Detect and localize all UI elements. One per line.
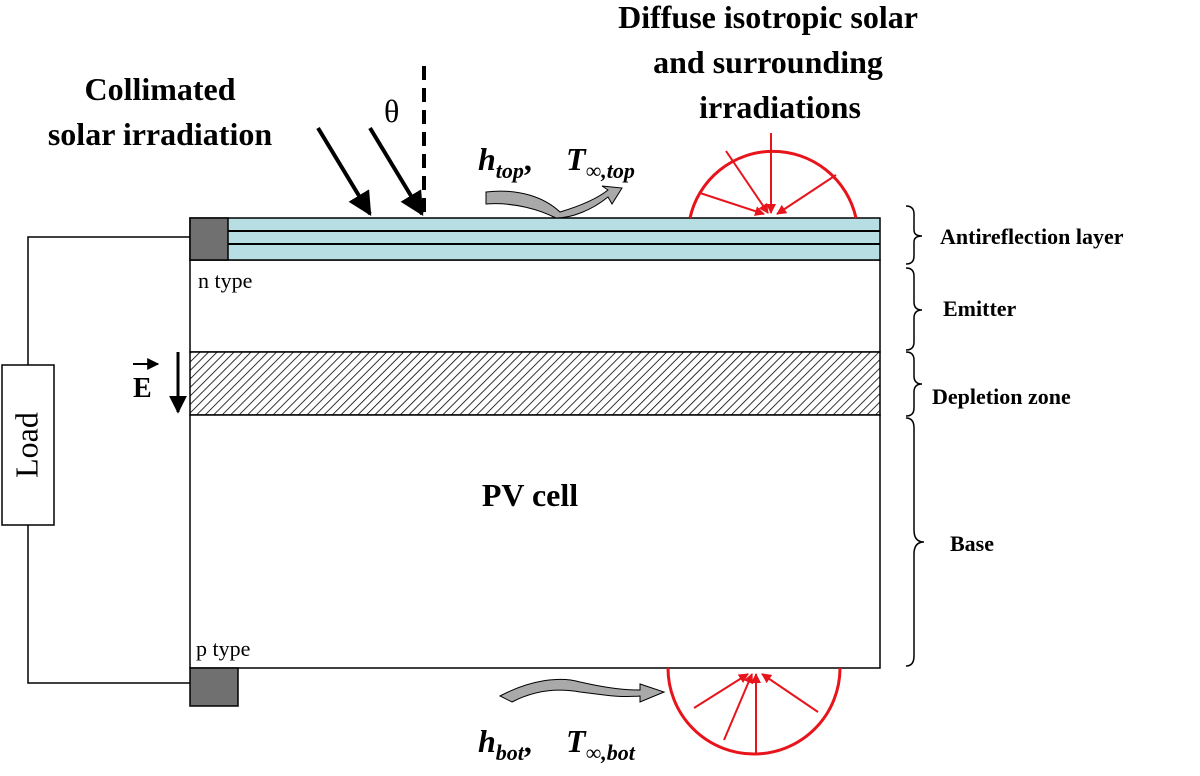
load-box bbox=[1, 364, 55, 526]
theta-label: θ bbox=[384, 93, 399, 129]
depletion-brace bbox=[905, 351, 923, 417]
circuit-wire-top bbox=[27, 236, 190, 365]
top-radiation-dome bbox=[688, 149, 858, 219]
depletion-zone-region bbox=[189, 351, 881, 416]
t-inf-top-label: T∞,top bbox=[566, 141, 635, 183]
load-label: Load bbox=[8, 412, 44, 478]
top-convection-arrow bbox=[485, 185, 623, 219]
bottom-radiation-dome bbox=[666, 667, 842, 756]
top-radiation-ray bbox=[699, 192, 765, 216]
collimated-ray-arrow bbox=[368, 126, 424, 217]
n-type-label: n type bbox=[198, 268, 252, 293]
h-bot-label: hbot, bbox=[478, 723, 532, 765]
bottom-radiation-ray bbox=[723, 673, 754, 741]
depletion-zone-label: Depletion zone bbox=[932, 384, 1071, 409]
antireflection-layer-label: Antireflection layer bbox=[940, 224, 1124, 249]
diffuse-label-line1: Diffuse isotropic solar bbox=[618, 0, 918, 35]
pv-cell-label: PV cell bbox=[482, 477, 578, 513]
h-top-label: htop, bbox=[478, 141, 532, 183]
bottom-radiation-ray bbox=[761, 673, 819, 713]
top-contact bbox=[189, 217, 229, 261]
bottom-convection-arrow bbox=[498, 678, 666, 703]
collimated-label-line1: Collimated bbox=[84, 71, 235, 107]
emitter-region bbox=[189, 259, 881, 353]
antireflection-brace bbox=[905, 205, 923, 265]
emitter-label: Emitter bbox=[943, 296, 1017, 321]
diffuse-label-line3: irradiations bbox=[699, 89, 861, 125]
collimated-ray-arrow bbox=[316, 126, 372, 217]
circuit-wire-bottom bbox=[27, 525, 190, 684]
emitter-brace bbox=[905, 267, 923, 351]
top-radiation-ray bbox=[776, 174, 837, 215]
top-radiation-ray bbox=[725, 150, 769, 214]
diffuse-label-line2: and surrounding bbox=[653, 44, 883, 80]
bottom-contact bbox=[189, 667, 239, 707]
base-label: Base bbox=[950, 531, 994, 556]
collimated-label-line2: solar irradiation bbox=[48, 116, 273, 152]
electric-field-label: E bbox=[133, 373, 152, 404]
p-type-label: p type bbox=[196, 636, 250, 661]
base-region bbox=[189, 414, 881, 669]
bottom-radiation-ray bbox=[693, 673, 749, 709]
antireflection-layer bbox=[189, 217, 881, 261]
t-inf-bot-label: T∞,bot bbox=[566, 723, 636, 765]
base-brace bbox=[905, 417, 925, 667]
